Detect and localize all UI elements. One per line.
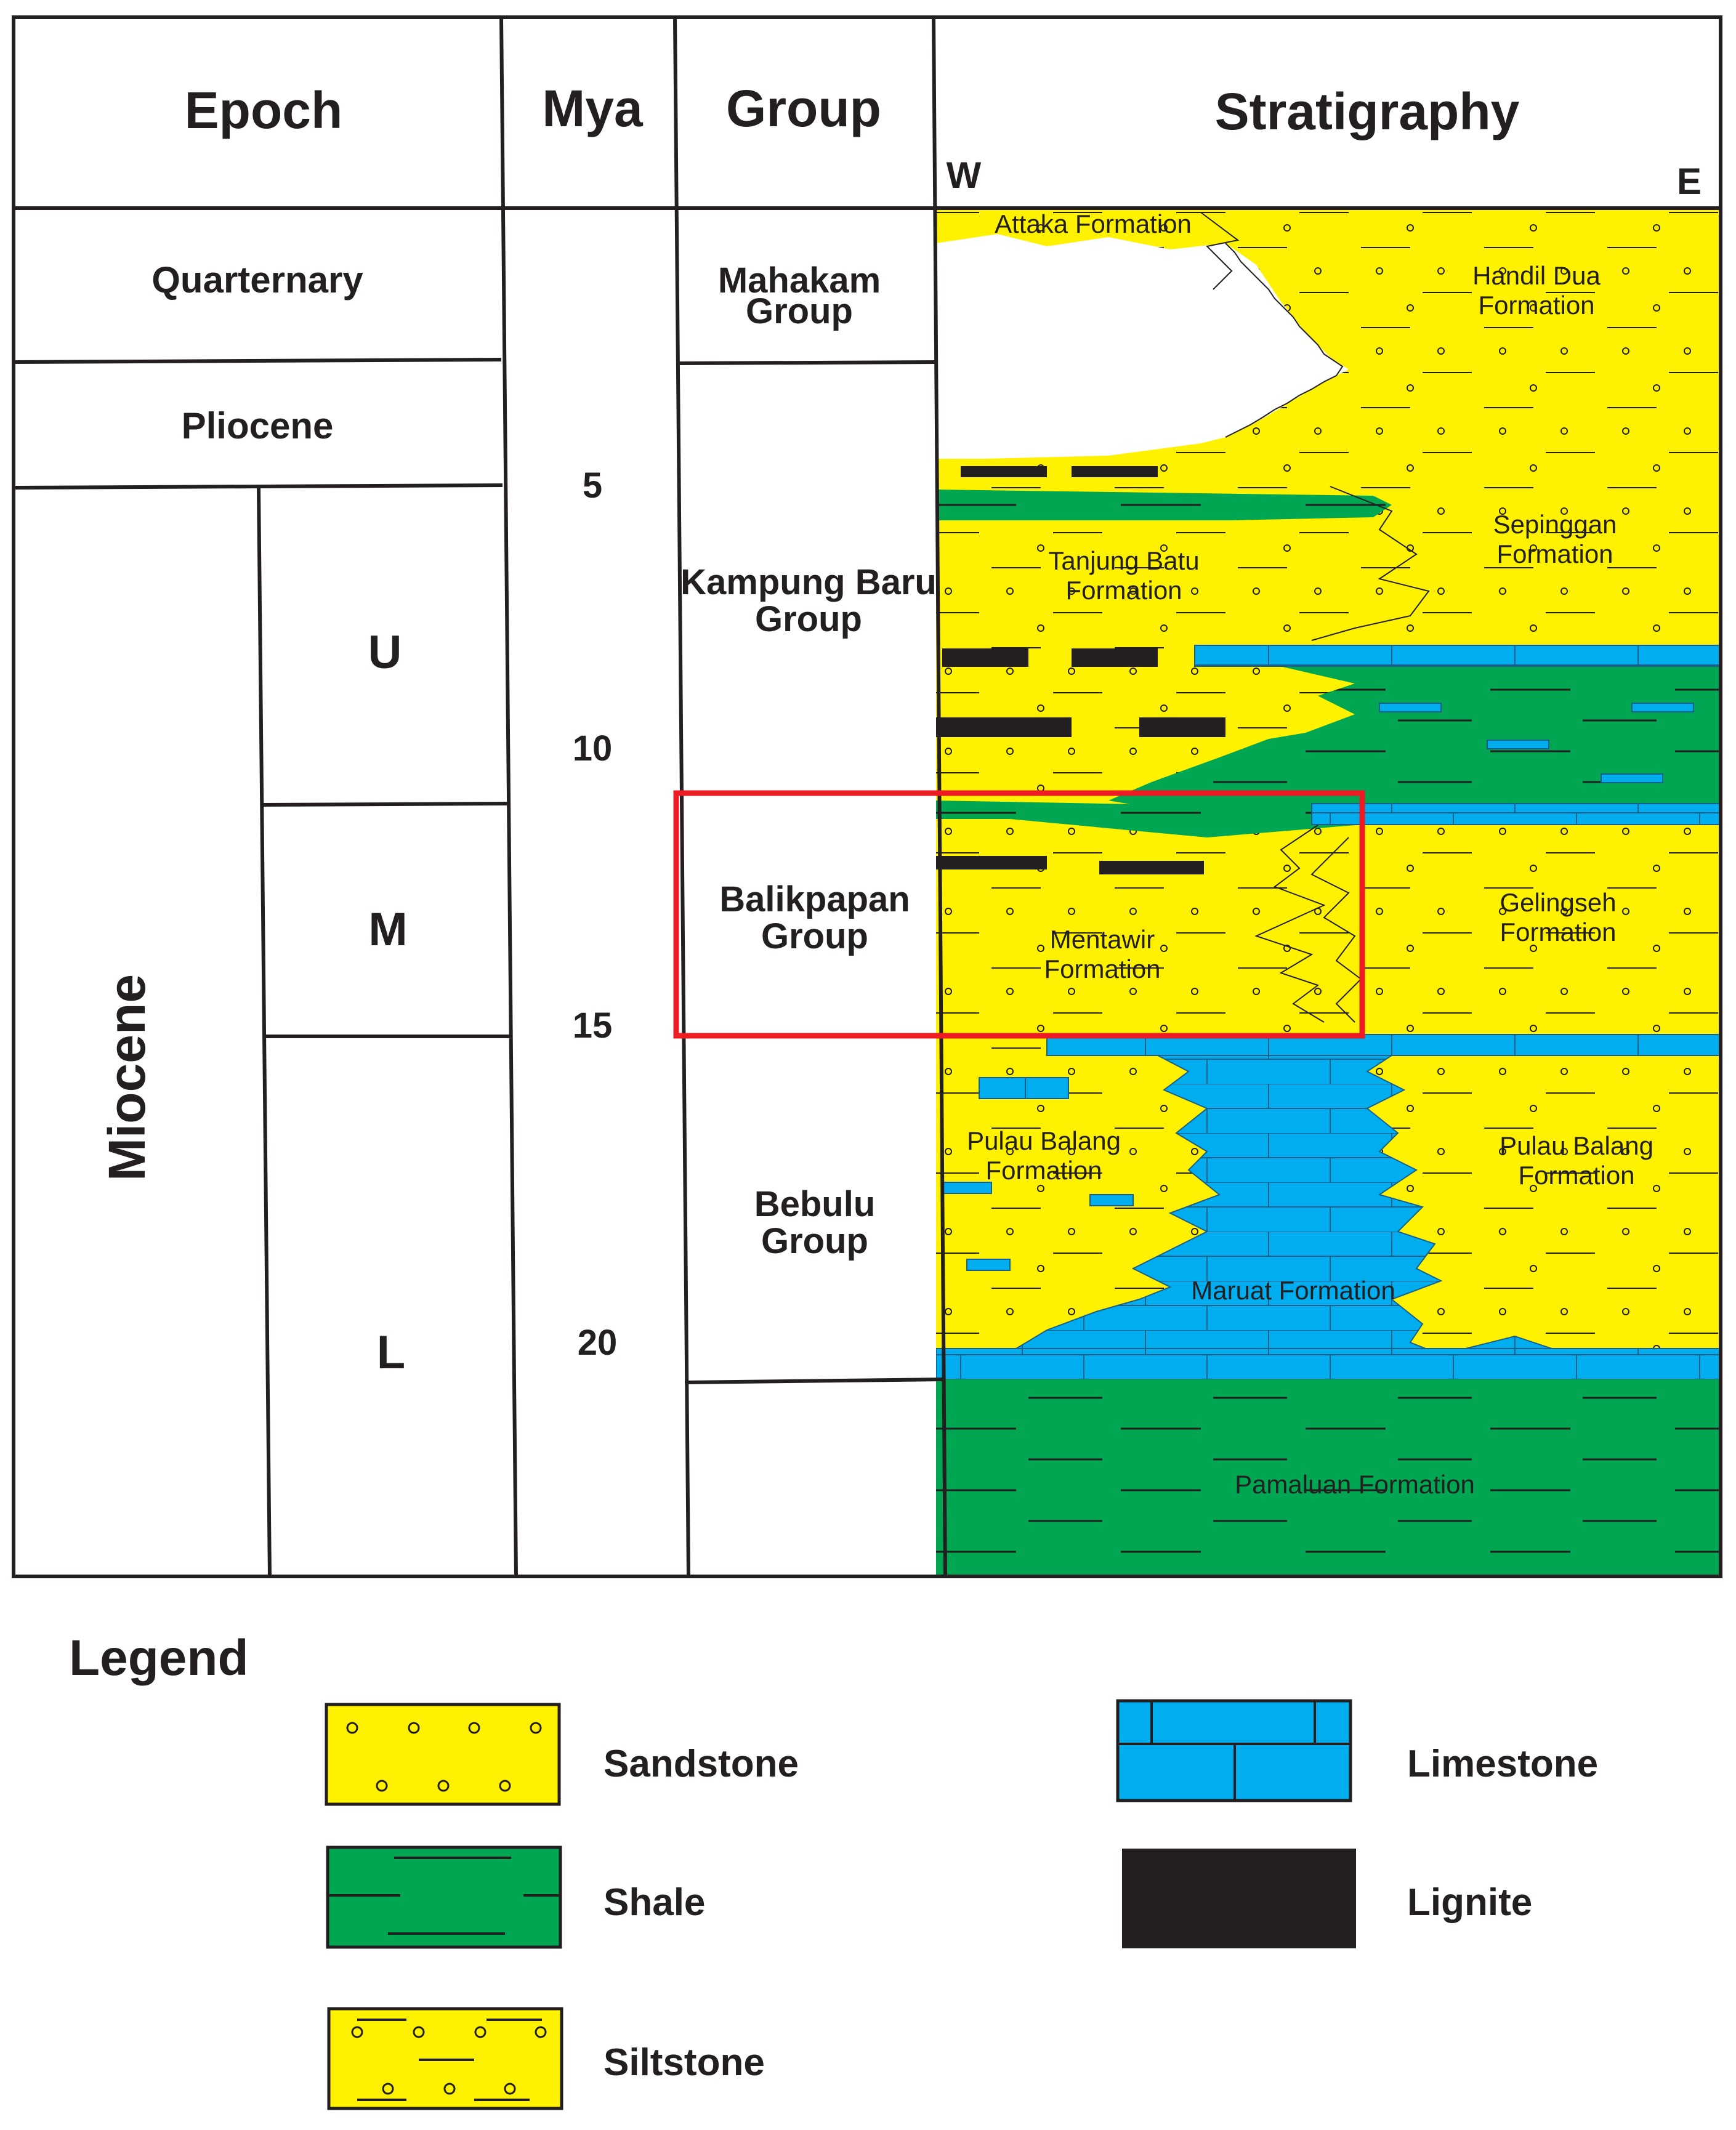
age-label: 10 (573, 728, 613, 768)
maruat-formation-label: Maruat Formation (1191, 1276, 1395, 1305)
shale-tongue-balikpapan (936, 801, 1355, 837)
kampung-baru-label-1: Kampung Baru (680, 562, 937, 602)
balikpapan-label-1: Balikpapan (719, 879, 910, 919)
legend-item-shale: Shale (326, 1846, 705, 1949)
legend-item-limestone: Limestone (1116, 1699, 1598, 1802)
gelingseh-label-1: Gelingseh (1500, 888, 1616, 917)
lignite-swatch (1122, 1849, 1356, 1948)
attaka-wedge (936, 234, 1349, 459)
limestone-lens-3 (942, 1182, 992, 1194)
legend-item-sandstone: Sandstone (325, 1703, 799, 1806)
east-label: E (1677, 161, 1702, 202)
lignite-seam-7 (936, 856, 1047, 869)
pamaluan-shale (936, 1379, 1721, 1576)
handil-dua-label-1: Handil Dua (1472, 261, 1601, 290)
limestone-lens-2 (1025, 1077, 1069, 1099)
limestone-lens-7 (1631, 703, 1694, 712)
limestone-lens-6 (1379, 703, 1442, 712)
shale-swatch (326, 1846, 562, 1949)
limestone-lens-1 (979, 1077, 1029, 1099)
mentawir-label-1: Mentawir (1050, 925, 1155, 954)
mentawir-label-2: Formation (1044, 954, 1160, 983)
legend-title: Legend (69, 1630, 249, 1686)
tanjung-batu-label-2: Formation (1065, 576, 1182, 605)
limestone-lens-8 (1487, 740, 1549, 749)
upper-miocene-label: U (368, 626, 402, 679)
sepinggan-label-1: Sepinggan (1493, 510, 1617, 539)
gelingseh-label-2: Formation (1500, 918, 1616, 946)
pulau-balang-west-label-2: Formation (985, 1156, 1102, 1185)
miocene-label: Miocene (98, 974, 156, 1181)
balikpapan-label-2: Group (761, 916, 868, 956)
table-grid (12, 15, 1722, 1578)
mahakam-group-label-1: Mahakam (718, 260, 881, 301)
bebulu-label-2: Group (761, 1221, 868, 1261)
age-ticks: 5 10 15 20 (573, 466, 618, 1363)
sandstone-label: Sandstone (604, 1743, 799, 1785)
bebulu-label-1: Bebulu (754, 1184, 876, 1224)
highlight-box (673, 790, 1365, 1039)
age-label: 15 (573, 1006, 613, 1046)
sandstone-swatch (325, 1703, 561, 1806)
pamaluan-formation-label: Pamaluan Formation (1235, 1470, 1475, 1499)
lignite-seam-2 (1072, 466, 1158, 477)
limestone-lens-5 (966, 1259, 1011, 1271)
epoch-header: Epoch (185, 81, 343, 139)
west-label: W (947, 155, 982, 196)
legend-item-siltstone: Siltstone (327, 2007, 765, 2110)
group-header: Group (726, 79, 881, 137)
age-label: 20 (578, 1323, 618, 1363)
pulau-balang-east-label-2: Formation (1518, 1161, 1634, 1190)
pulau-balang-east-label-1: Pulau Balang (1500, 1131, 1653, 1160)
shale-tongue-upper (936, 490, 1392, 520)
handil-dua-label-2: Formation (1478, 291, 1594, 320)
limestone-lens-4 (1089, 1194, 1134, 1206)
lignite-seam-3 (942, 648, 1028, 667)
shale-wedge-east (1108, 653, 1721, 819)
lower-miocene-label: L (377, 1326, 405, 1379)
limestone-band-1 (1194, 645, 1721, 667)
limestone-band-2 (1311, 803, 1721, 825)
facies-contact-4 (1310, 837, 1362, 1023)
lignite-seam-6 (1139, 717, 1225, 737)
attaka-formation-label: Attaka Formation (995, 209, 1192, 238)
lignite-seam-8 (1099, 861, 1204, 874)
lignite-label: Lignite (1407, 1881, 1532, 1924)
tanjung-batu-label-1: Tanjung Batu (1048, 546, 1199, 575)
pulau-balang-west-label-1: Pulau Balang (967, 1126, 1121, 1155)
pliocene-label: Pliocene (182, 405, 334, 446)
attaka-sawtooth (1225, 243, 1344, 438)
legend-item-lignite: Lignite (1122, 1849, 1532, 1948)
quarternary-label: Quarternary (151, 259, 363, 301)
lignite-seam-1 (961, 466, 1047, 477)
lignite-seam-5 (936, 717, 1072, 737)
limestone-label: Limestone (1407, 1743, 1598, 1785)
facies-contact-3 (1254, 825, 1326, 1023)
stratigraphy-header: Stratigraphy (1215, 83, 1520, 140)
mahakam-group-label-2: Group (746, 291, 853, 331)
shale-label: Shale (604, 1881, 705, 1924)
facies-contact-2 (1311, 486, 1430, 641)
age-label: 5 (583, 466, 602, 506)
lignite-seam-4 (1072, 648, 1158, 667)
stratigraphy-panel: Attaka Formation Handil Dua Formation Se… (936, 208, 1721, 1576)
sepinggan-label-2: Formation (1496, 539, 1613, 568)
siltstone-label: Siltstone (604, 2041, 765, 2084)
legend: Legend Sandstone Shale (69, 1630, 1598, 2110)
limestone-lens-9 (1601, 773, 1663, 783)
kampung-baru-label-2: Group (755, 599, 862, 639)
mya-header: Mya (542, 79, 644, 137)
limestone-band-base (936, 1348, 1721, 1380)
middle-miocene-label: M (368, 903, 407, 956)
facies-contact-1 (1200, 212, 1240, 290)
